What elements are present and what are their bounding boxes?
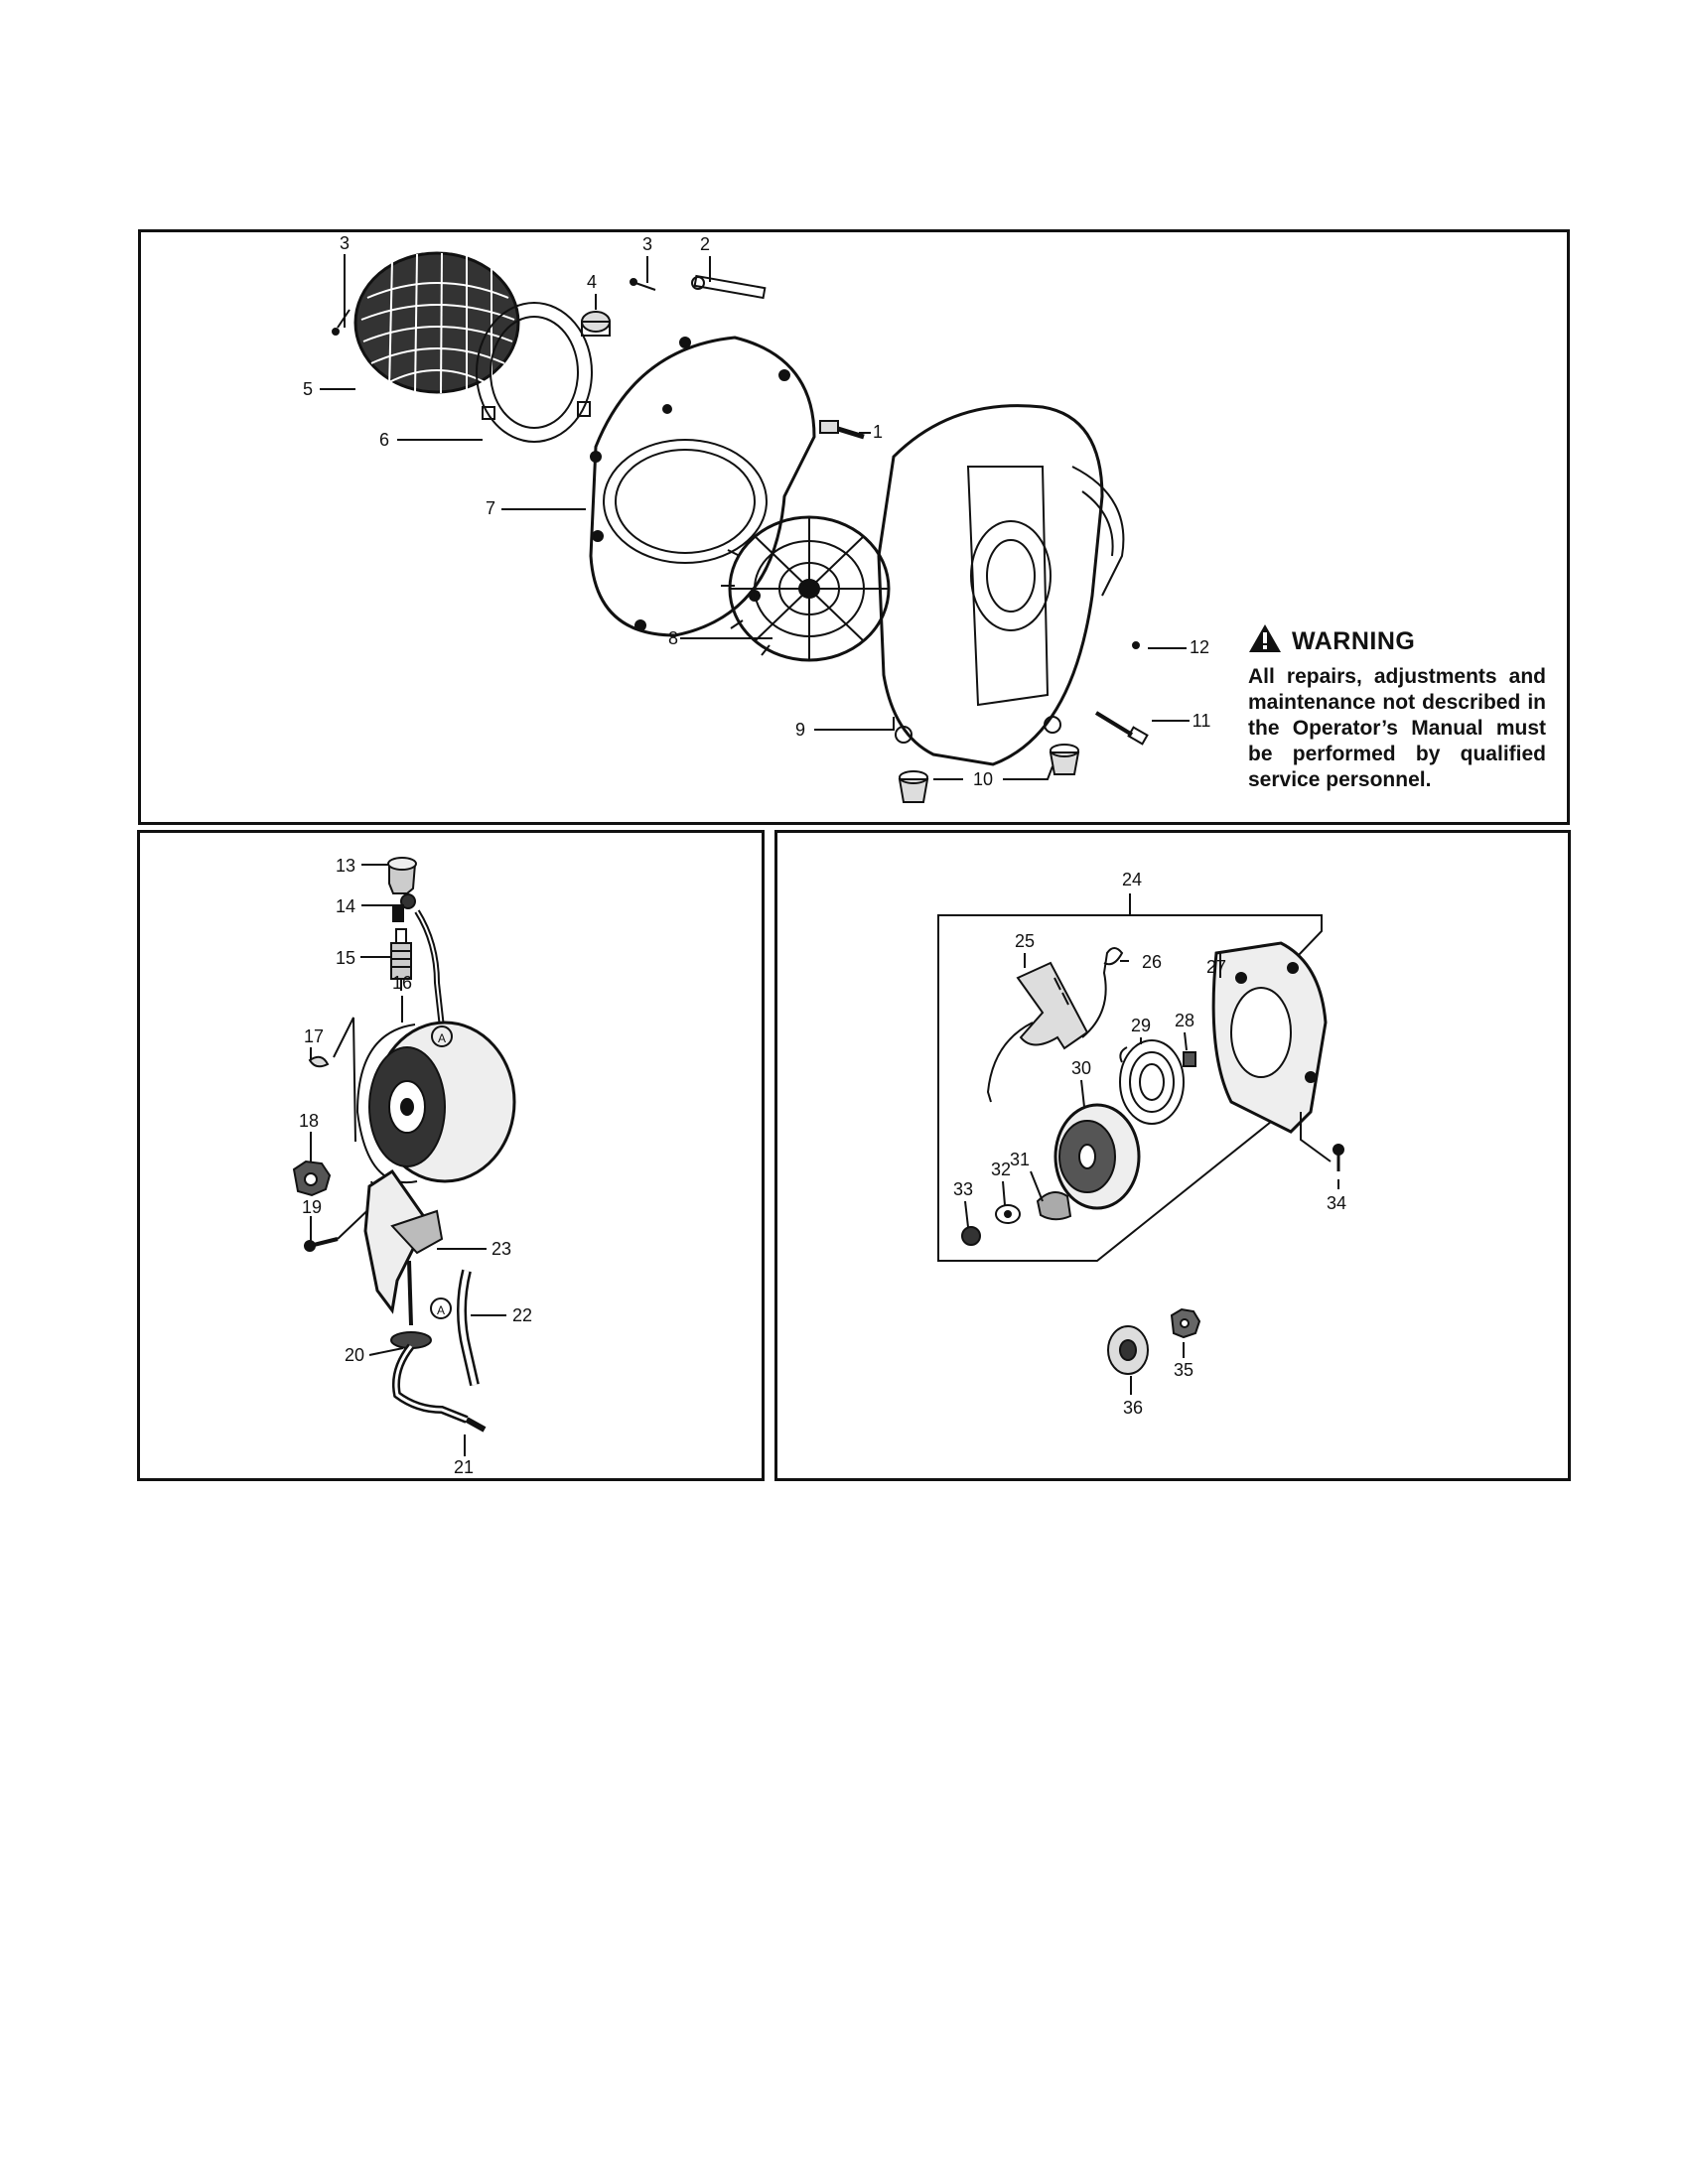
- callout-19: 19: [302, 1197, 322, 1217]
- callout-1: 1: [873, 422, 883, 442]
- callout-34: 34: [1327, 1193, 1346, 1213]
- callout-21: 21: [454, 1457, 474, 1477]
- callout-8: 8: [668, 628, 678, 648]
- callout-17: 17: [304, 1026, 324, 1046]
- warning-text: All repairs, adjustments and maintenance…: [1248, 665, 1546, 791]
- callout-24: 24: [1122, 870, 1142, 889]
- flywheel: [355, 1021, 516, 1184]
- marker-a1: [431, 1025, 453, 1047]
- blower-housing-panel: [138, 229, 1570, 825]
- callout-13: 13: [336, 856, 355, 876]
- callout-28: 28: [1175, 1011, 1194, 1030]
- callout-10: 10: [973, 769, 993, 789]
- callout-9: 9: [795, 720, 805, 740]
- callout-29: 29: [1131, 1016, 1151, 1035]
- marker-a1-label: A: [438, 1031, 446, 1045]
- starter-panel: [774, 830, 1571, 1481]
- flywheel-nut: [292, 1160, 332, 1197]
- callout-22: 22: [512, 1305, 532, 1325]
- callout-18: 18: [299, 1111, 319, 1131]
- callout-25: 25: [1015, 931, 1035, 951]
- warning-triangle-icon: [1248, 623, 1282, 660]
- bolt-part: [691, 274, 767, 300]
- callout-4: 4: [587, 272, 597, 292]
- callout-2: 2: [700, 234, 710, 254]
- callout-32: 32: [991, 1160, 1011, 1179]
- spark-plug: [390, 928, 412, 991]
- callout-23: 23: [491, 1239, 511, 1259]
- warning-notice: WARNING All repairs, adjustments and mai…: [1248, 623, 1546, 793]
- screw-part-1: [819, 420, 865, 440]
- callout-31: 31: [1010, 1150, 1030, 1169]
- callout-30: 30: [1071, 1058, 1091, 1078]
- rubber-feet: [898, 744, 1080, 803]
- callout-36: 36: [1123, 1398, 1143, 1418]
- callout-3b: 3: [642, 234, 652, 254]
- callout-6: 6: [379, 430, 389, 450]
- callout-35: 35: [1174, 1360, 1193, 1380]
- starter-pulley: [1053, 1103, 1141, 1210]
- spark-plug-boot: [387, 857, 417, 909]
- plug-part: [581, 311, 611, 337]
- ignition-module: [363, 1168, 444, 1326]
- recoil-spring: [1119, 1039, 1185, 1125]
- nut-35: [1170, 1307, 1201, 1339]
- starter-housing: [1211, 941, 1328, 1134]
- marker-a2-label: A: [437, 1303, 445, 1317]
- hub-36: [1107, 1325, 1149, 1375]
- callout-11: 11: [1193, 711, 1211, 731]
- callout-12: 12: [1190, 637, 1209, 657]
- callout-15: 15: [336, 948, 355, 968]
- ignition-wire: [390, 1331, 487, 1433]
- callout-20: 20: [345, 1345, 364, 1365]
- callout-14: 14: [336, 896, 355, 916]
- callout-27: 27: [1206, 957, 1226, 977]
- ignition-panel: [137, 830, 765, 1481]
- ring-part: [476, 302, 593, 443]
- warning-title: WARNING: [1292, 627, 1416, 655]
- callout-16: 16: [392, 973, 412, 993]
- starter-handle: [986, 961, 1089, 1103]
- callout-3a: 3: [340, 233, 350, 253]
- blower-housing-front: [589, 336, 816, 637]
- blower-housing-back: [877, 404, 1125, 766]
- callout-33: 33: [953, 1179, 973, 1199]
- marker-a2: [430, 1297, 452, 1319]
- callout-26: 26: [1142, 952, 1162, 972]
- impeller-fan: [721, 515, 891, 662]
- callout-7: 7: [486, 498, 495, 518]
- callout-5: 5: [303, 379, 313, 399]
